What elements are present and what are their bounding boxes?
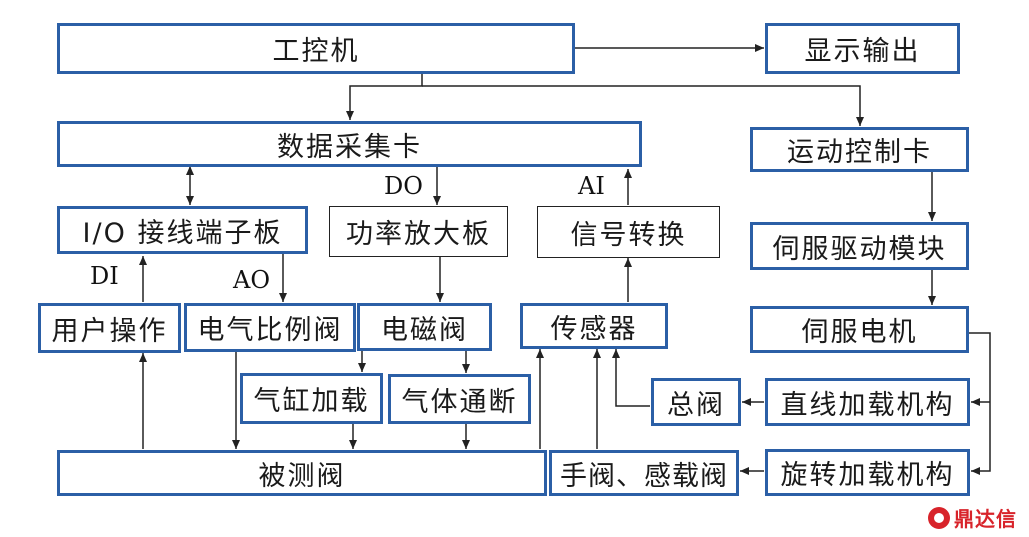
edge-ipc-motion [422,85,864,126]
label-do: DO [384,172,423,200]
logo-text: 鼎达信 [954,507,1017,531]
node-solenoid: 电磁阀 [357,303,492,351]
node-rotary-load: 旋转加载机构 [765,449,970,496]
node-main-valve: 总阀 [651,378,741,426]
edge-ipc-daq [346,74,423,120]
node-motion: 运动控制卡 [750,127,969,172]
node-servo-motor: 伺服电机 [750,306,969,353]
watermark-logo: 鼎达信 [928,503,1017,532]
node-user-op: 用户操作 [38,303,181,353]
node-gas-onoff: 气体通断 [388,374,531,424]
node-io-board: I/O 接线端子板 [57,206,308,254]
node-power-amp: 功率放大板 [329,206,508,257]
node-signal-conv: 信号转换 [537,206,720,258]
node-manual-valve: 手阀、感载阀 [549,450,739,496]
node-sensor: 传感器 [520,303,668,349]
logo-circle-icon [928,506,950,529]
label-ai: AI [578,172,605,200]
label-ao: AO [233,266,271,294]
node-prop-valve: 电气比例阀 [184,303,356,352]
node-daq: 数据采集卡 [57,121,642,167]
label-di: DI [90,262,119,290]
node-servo-module: 伺服驱动模块 [750,222,969,270]
node-linear-load: 直线加载机构 [765,378,970,426]
node-ipc: 工控机 [57,23,575,74]
edge-main-sensor [612,349,650,407]
node-display: 显示输出 [765,23,960,74]
node-tested-valve: 被测阀 [57,450,547,496]
node-cylinder: 气缸加载 [240,373,383,424]
